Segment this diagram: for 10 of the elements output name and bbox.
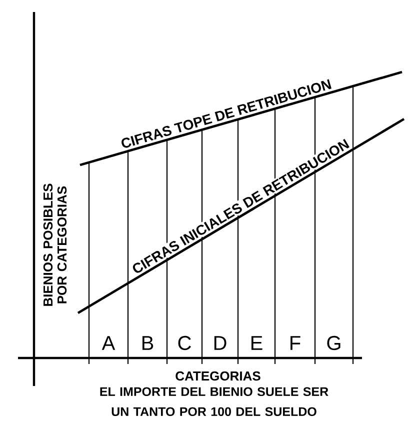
caption: EL IMPORTE DEL BIENIO SUELE SER UN TANTO POR 100 DEL SUELDO <box>100 387 328 416</box>
category-letter: D <box>214 336 226 350</box>
axis-title: CATEGORIAS <box>176 371 260 381</box>
axis-title: BIENIOS POSIBLES POR CATEGORIAS <box>43 184 67 306</box>
category-letter: B <box>142 336 154 350</box>
category-letter: F <box>290 336 300 350</box>
category-letter: C <box>178 336 191 350</box>
category-letter: G <box>327 336 340 350</box>
category-letter: E <box>251 336 262 350</box>
category-letter: A <box>102 336 116 350</box>
